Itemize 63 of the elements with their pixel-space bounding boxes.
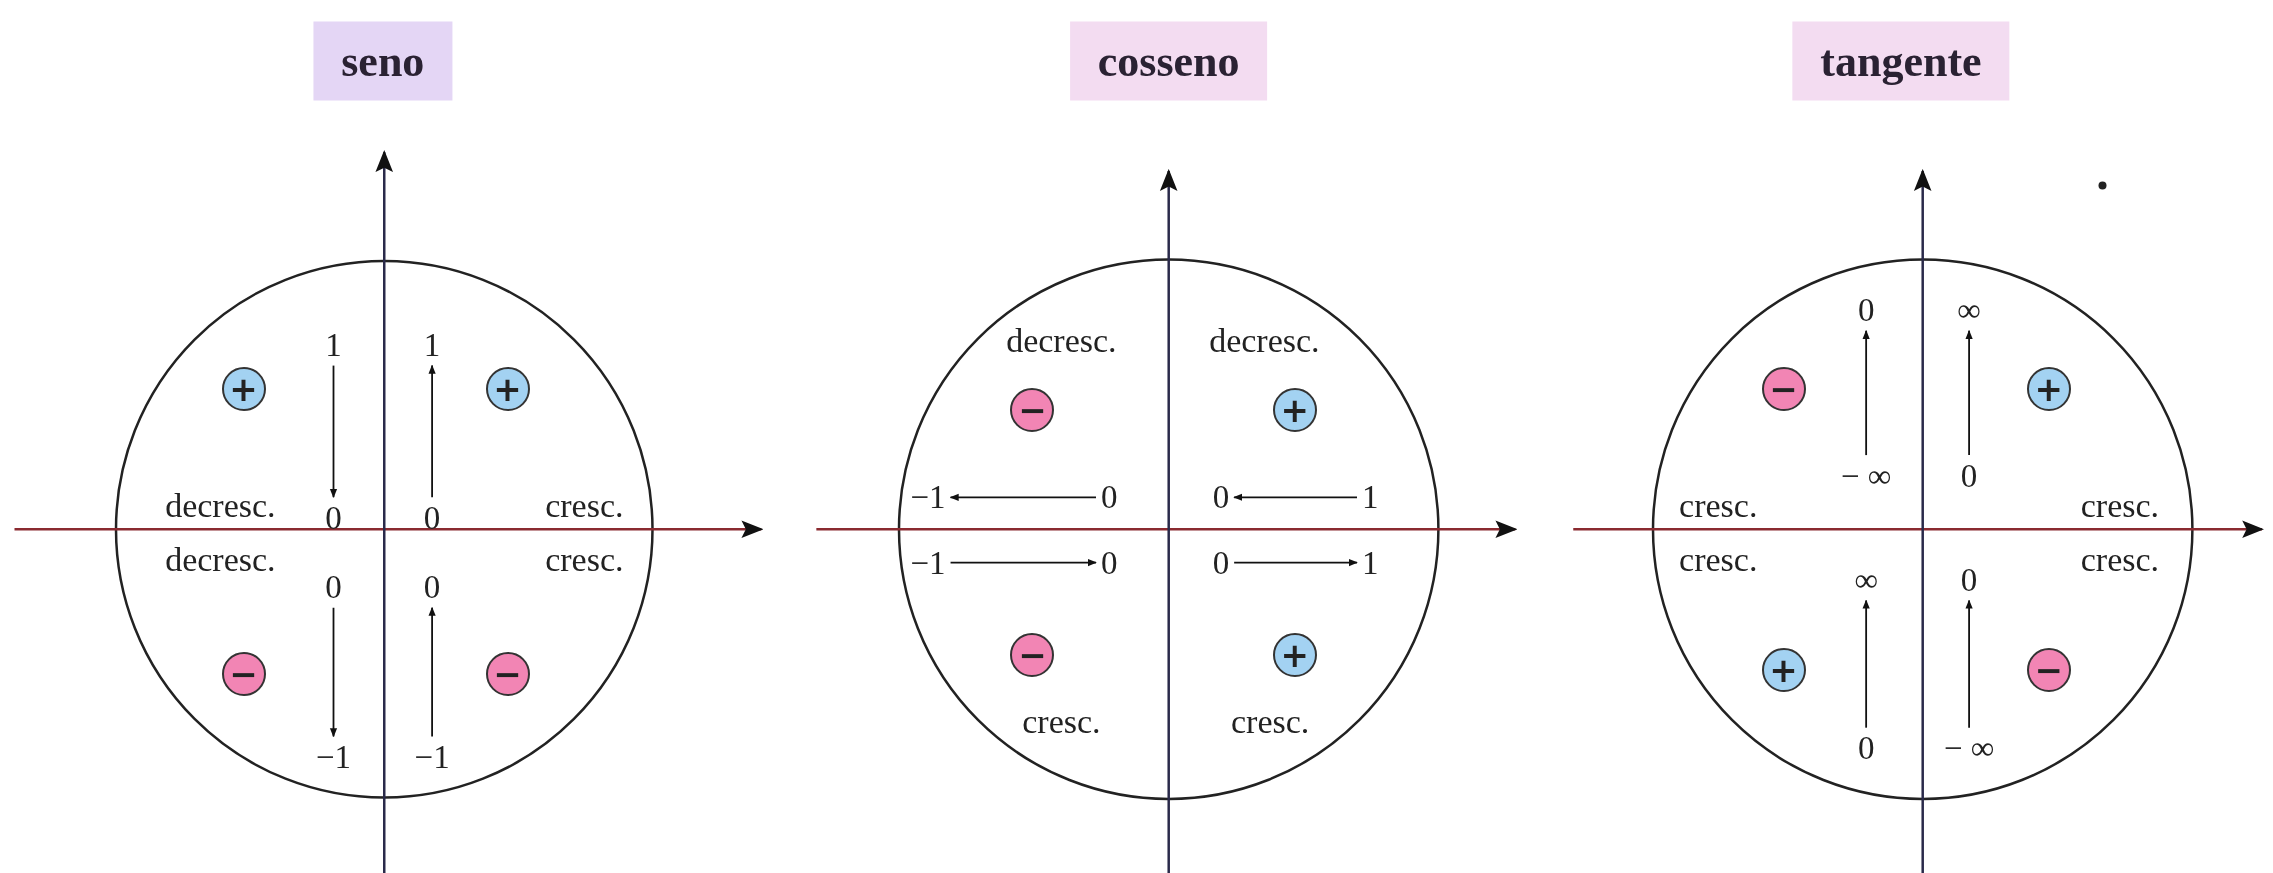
sign-badge: + — [1272, 388, 1317, 433]
value-label: 1 — [323, 327, 344, 363]
value-label: ∞ — [1852, 562, 1880, 598]
trend-label: cresc. — [2080, 542, 2160, 577]
value-label: ∞ — [1955, 292, 1983, 328]
arrow — [1965, 329, 1973, 456]
trend-label: decresc. — [1209, 323, 1320, 358]
trend-label: cresc. — [1679, 489, 1758, 524]
value-label: 0 — [1099, 545, 1120, 581]
trend-label: cresc. — [1231, 705, 1310, 740]
arrow — [329, 364, 338, 499]
value-label: −1 — [313, 739, 354, 775]
arrow — [428, 364, 436, 499]
trend-label: cresc. — [1022, 705, 1101, 740]
value-label: −1 — [908, 479, 948, 515]
sign-badge: − — [1010, 633, 1055, 678]
value-label: 0 — [1958, 562, 1980, 598]
sign-badge: − — [2026, 647, 2071, 692]
arrow — [1965, 599, 1973, 729]
arrow — [949, 559, 1097, 567]
sign-badge: − — [221, 652, 266, 697]
title-label: cosseno — [1069, 21, 1268, 101]
value-label: 0 — [1855, 730, 1877, 766]
value-label: 1 — [421, 327, 443, 363]
arrow — [428, 606, 436, 738]
arrow — [1233, 493, 1358, 501]
arrow — [329, 606, 338, 738]
trend-label: cresc. — [1679, 542, 1758, 577]
trend-label: cresc. — [2080, 489, 2160, 524]
value-label: 0 — [323, 500, 344, 536]
trend-label: cresc. — [545, 489, 624, 524]
trend-label: decresc. — [165, 489, 276, 524]
arrow — [1233, 559, 1358, 567]
title-label: tangente — [1792, 21, 2010, 101]
arrow — [949, 493, 1097, 501]
value-label: 1 — [1360, 545, 1381, 581]
sign-badge: + — [221, 366, 266, 411]
sign-badge: − — [485, 652, 530, 697]
value-label: 0 — [421, 569, 443, 605]
value-label: 0 — [421, 500, 443, 536]
arrow — [1862, 329, 1870, 456]
value-label: −1 — [908, 545, 948, 581]
title-label: seno — [313, 21, 453, 101]
value-label: 0 — [1210, 545, 1232, 581]
value-label: 0 — [1210, 479, 1232, 515]
value-label: 0 — [1855, 292, 1877, 328]
value-label: − ∞ — [1941, 730, 1997, 766]
sign-badge: − — [1010, 388, 1055, 433]
value-label: − ∞ — [1838, 458, 1894, 494]
sign-badge: + — [1761, 647, 1806, 692]
trend-label: cresc. — [545, 542, 624, 577]
sign-badge: + — [485, 366, 530, 411]
arrow — [1862, 599, 1870, 729]
value-label: 0 — [323, 569, 344, 605]
sign-badge: + — [2026, 366, 2071, 411]
trend-label: decresc. — [1006, 323, 1117, 358]
value-label: 0 — [1958, 458, 1980, 494]
sign-badge: + — [1272, 633, 1317, 678]
value-label: 1 — [1360, 479, 1381, 515]
value-label: 0 — [1099, 479, 1120, 515]
trend-label: decresc. — [165, 542, 276, 577]
value-label: −1 — [412, 739, 452, 775]
sign-badge: − — [1761, 366, 1806, 411]
